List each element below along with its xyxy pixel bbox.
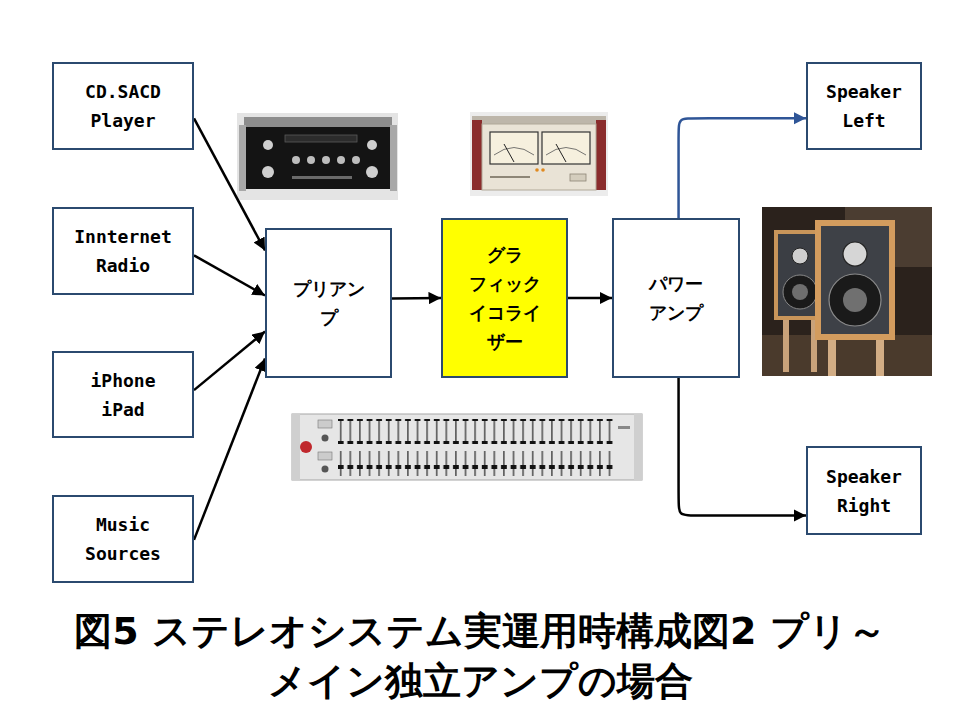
meter-needle	[504, 144, 514, 162]
box-label: Speaker Right	[826, 462, 902, 520]
switch-row	[292, 176, 352, 179]
knob	[367, 140, 377, 150]
front-panel	[482, 124, 596, 190]
stand-leg	[783, 318, 789, 372]
photo-background	[237, 113, 398, 200]
signal-arrow	[194, 255, 265, 295]
knob	[322, 466, 329, 473]
brand-logo	[300, 441, 312, 453]
front-panel	[244, 127, 392, 189]
power-amp-photo	[470, 112, 608, 196]
knob	[263, 140, 273, 150]
signal-arrow	[194, 359, 265, 540]
woofer	[829, 274, 881, 326]
knob	[366, 166, 378, 178]
box-label: iPhone iPad	[90, 366, 155, 424]
meter-window	[490, 132, 538, 164]
rack-panel	[292, 414, 642, 480]
slider-row	[338, 419, 614, 444]
stand-leg	[876, 338, 884, 376]
signal-arrow	[679, 118, 806, 218]
tweeter	[843, 242, 867, 266]
stand-leg	[828, 338, 836, 376]
panel-lettering	[490, 176, 530, 178]
meter-window	[542, 132, 590, 164]
preamp-box: プリアン プ	[265, 228, 392, 378]
rack-handle	[390, 125, 397, 191]
model-badge	[618, 426, 630, 429]
speaker-grille	[821, 226, 889, 334]
equalizer-box: グラ フィック イコライ ザー	[441, 218, 568, 378]
woofer-cone	[843, 288, 867, 312]
knob	[322, 435, 329, 442]
box-label: Music Sources	[85, 510, 161, 568]
rack-handle	[239, 125, 246, 191]
equalizer-photo	[292, 414, 642, 480]
signal-arrow	[194, 332, 265, 391]
preamp-photo	[237, 113, 398, 200]
meter-needle	[556, 144, 566, 162]
source-box: Music Sources	[52, 495, 194, 583]
box-label: グラ フィック イコライ ザー	[469, 240, 541, 356]
speaker-photo	[762, 207, 932, 376]
woofer-cone	[792, 284, 808, 300]
box-label: Speaker Left	[826, 77, 902, 135]
woofer	[783, 275, 817, 309]
knob	[307, 156, 315, 164]
signal-arrow	[392, 297, 441, 300]
knob	[322, 156, 330, 164]
button	[318, 420, 332, 428]
chassis-top	[244, 117, 392, 128]
source-box: CD.SACD Player	[52, 62, 194, 150]
knob	[352, 156, 360, 164]
speaker-cabinet	[815, 220, 895, 340]
meter-scale	[494, 148, 534, 156]
side-panel	[472, 120, 482, 190]
indicator-lamp	[541, 168, 545, 172]
power-switch	[570, 174, 586, 181]
box-label: プリアン プ	[293, 274, 365, 332]
box-label: CD.SACD Player	[85, 77, 161, 135]
photo-background	[762, 207, 932, 376]
rack-ear	[292, 414, 300, 480]
signal-arrow	[194, 118, 265, 250]
display-window	[285, 135, 357, 142]
speaker-box: Speaker Right	[806, 446, 922, 535]
photo-background	[470, 112, 608, 196]
tweeter	[792, 248, 808, 264]
meter-scale	[546, 148, 586, 156]
rack-ear	[634, 414, 642, 480]
signal-arrow	[679, 378, 806, 515]
source-box: Innternet Radio	[52, 207, 194, 295]
knob	[262, 166, 274, 178]
button	[318, 452, 332, 460]
side-panel	[596, 120, 606, 190]
source-box: iPhone iPad	[52, 351, 194, 438]
box-label: パワー アンプ	[649, 269, 703, 327]
slider-row	[338, 451, 614, 476]
knob	[337, 156, 345, 164]
knob	[292, 156, 300, 164]
speaker-box: Speaker Left	[806, 62, 922, 150]
power-amp-box: パワー アンプ	[612, 218, 740, 378]
signal-arrow	[568, 297, 612, 300]
indicator-lamp	[535, 168, 539, 172]
box-label: Innternet Radio	[74, 222, 172, 280]
figure-caption: 図5 ステレオシステム実運用時構成図2 プリ～メイン独立アンプの場合	[60, 606, 900, 706]
